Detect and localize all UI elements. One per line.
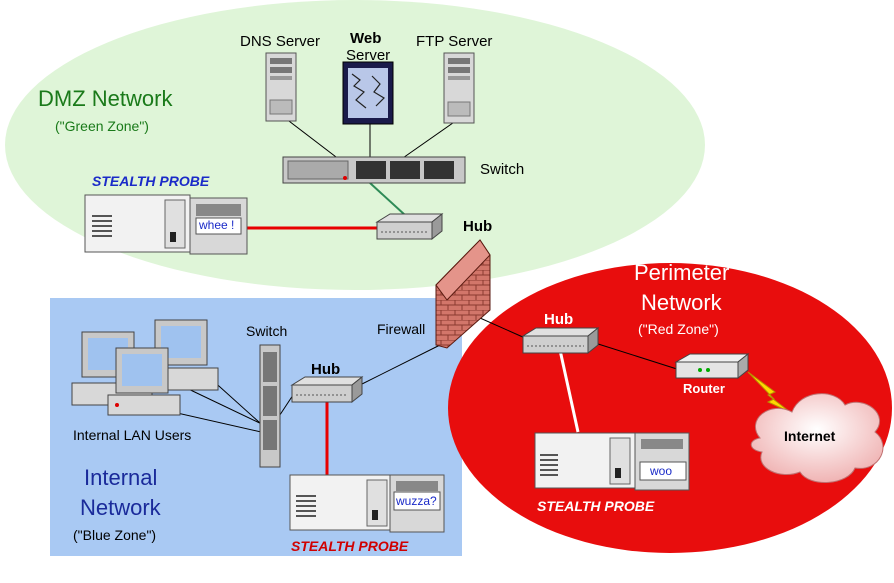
dmz-probe-icon [84,194,248,255]
perimeter-zone-title-line1: Perimeter [634,260,730,285]
dmz-probe-label: STEALTH PROBE [92,173,210,189]
link-firewall-internal-hub [359,344,441,386]
dns-server-icon [265,52,297,122]
internal-probe-label: STEALTH PROBE [291,538,409,554]
internal-hub-label: Hub [311,361,341,378]
dmz-switch-label: Switch [480,161,525,178]
dmz-hub-icon [375,212,444,241]
perimeter-zone-subtitle: ("Red Zone") [638,321,719,337]
dmz-probe-screen-text: whee ! [199,218,235,232]
lan-users-icon [71,319,219,416]
internal-zone-title-line2: Network [80,495,161,520]
ftp-server-icon [443,52,475,124]
firewall-label: Firewall [377,321,426,337]
lan-users-label: Internal LAN Users [73,427,192,443]
web-server-label-line1: Web [350,30,382,47]
link-perimeter-hub-router [594,342,681,371]
dmz-zone-subtitle: ("Green Zone") [55,118,149,134]
link-ftp-switch [399,117,461,161]
link-probe-perimeter [558,349,580,433]
dmz-switch-icon [282,156,466,184]
internal-switch-icon [259,344,281,468]
web-server-icon [342,61,394,125]
link-switch-user1 [179,384,271,429]
internal-probe-icon [289,474,445,533]
internet-cloud-icon [750,393,884,484]
internal-zone-title-line1: Internal [84,465,158,490]
connection-lines [119,117,681,435]
perimeter-zone-title-line2: Network [641,290,722,315]
firewall-icon [435,239,491,349]
perimeter-hub-icon [521,326,600,355]
perimeter-probe-label: STEALTH PROBE [537,498,655,514]
ftp-server-label: FTP Server [416,33,493,50]
perimeter-hub-label: Hub [544,311,574,328]
dmz-zone-title: DMZ Network [38,86,173,111]
dmz-hub-label: Hub [463,218,493,235]
internal-probe-screen-text: wuzza? [396,494,437,508]
dns-server-label: DNS Server [240,33,321,50]
router-icon [674,352,750,380]
internal-zone-subtitle: ("Blue Zone") [73,527,157,543]
perimeter-probe-icon [534,432,690,491]
web-server-label-line2: Server [346,47,391,64]
internal-switch-label: Switch [246,323,288,339]
link-switch-hub-dmz [369,182,406,216]
internet-label: Internet [784,428,836,444]
link-firewall-perimeter-hub [479,317,526,339]
link-dns-switch [284,117,341,161]
internal-hub-icon [290,375,364,404]
router-label: Router [683,381,725,396]
perimeter-probe-screen-text: woo [650,464,673,478]
